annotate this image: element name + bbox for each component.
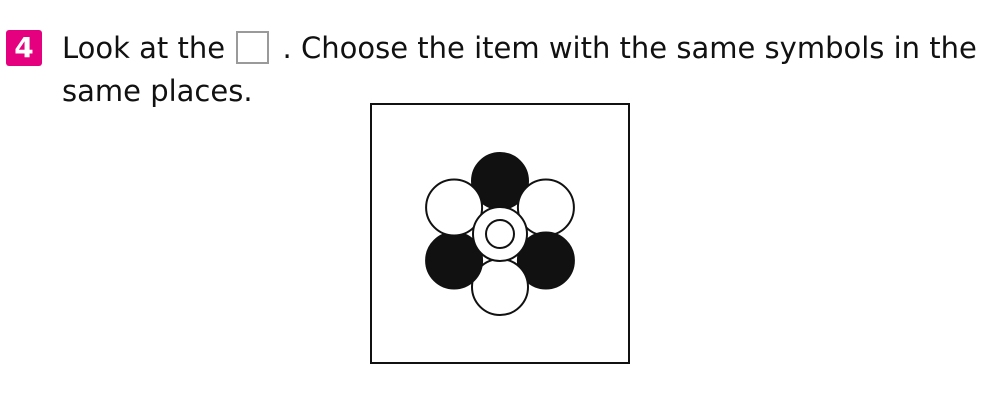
question-text-line-1: Look at the . Choose the item with the s… xyxy=(62,31,977,64)
petal-circle-lower-right-black xyxy=(516,231,575,290)
question-number-badge: 4 xyxy=(6,30,42,66)
center-inner-ring xyxy=(485,219,515,249)
flower-figure xyxy=(425,152,575,316)
question-text-before-box: Look at the xyxy=(62,31,226,65)
question-text-line-2-text: same places. xyxy=(62,74,253,108)
question-text-after-box: . Choose the item with the same symbols … xyxy=(282,31,977,65)
question-number: 4 xyxy=(14,31,34,64)
question-text-line-2: same places. xyxy=(62,77,253,106)
empty-square-box-icon xyxy=(236,31,270,64)
figure-frame xyxy=(370,103,630,364)
petal-circle-upper-left-white xyxy=(425,178,484,237)
